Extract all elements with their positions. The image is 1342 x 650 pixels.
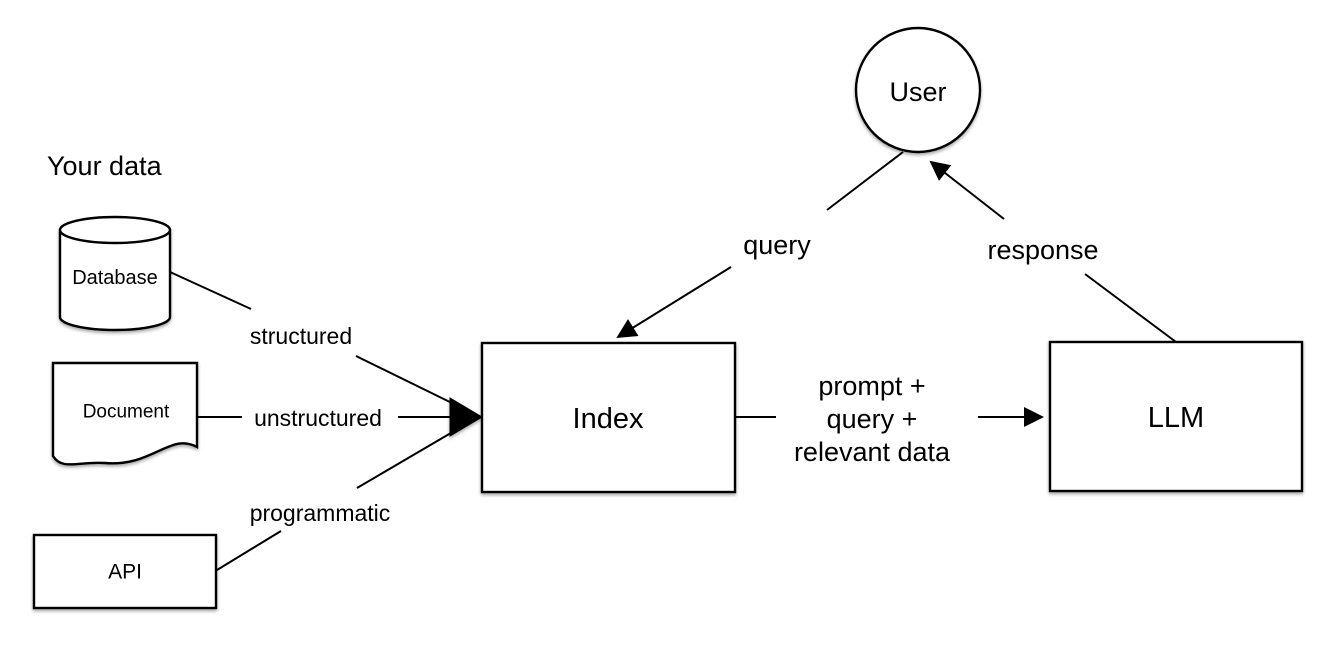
query-edge-label: query bbox=[743, 230, 811, 260]
prompt-edge-label-line3: relevant data bbox=[794, 437, 951, 467]
edge-programmatic-index bbox=[356, 429, 457, 489]
structured-edge-label: structured bbox=[250, 323, 352, 349]
response-edge-label: response bbox=[987, 235, 1098, 265]
edge-llm-response bbox=[1084, 273, 1177, 343]
index-box bbox=[480, 341, 737, 494]
edge-response-user-arrow bbox=[929, 160, 1005, 220]
llm-label: LLM bbox=[1148, 402, 1204, 434]
database-label: Database bbox=[72, 267, 158, 289]
nodes bbox=[32, 26, 1304, 610]
api-label: API bbox=[108, 561, 142, 584]
edge-structured-index bbox=[355, 355, 457, 406]
llm-box bbox=[1048, 340, 1304, 493]
prompt-edge-label-line1: prompt + bbox=[818, 371, 925, 401]
document-label: Document bbox=[83, 402, 170, 423]
labels: Your data User Database Document API Ind… bbox=[47, 77, 1204, 584]
index-input-arrowhead-icon bbox=[449, 397, 483, 437]
edge-database-structured bbox=[169, 271, 252, 310]
user-label: User bbox=[889, 77, 946, 107]
edges bbox=[169, 151, 1177, 571]
prompt-edge-label-line2: query + bbox=[827, 404, 918, 434]
programmatic-edge-label: programmatic bbox=[250, 500, 391, 526]
edge-api-programmatic bbox=[216, 530, 282, 571]
prompt-edge-label: prompt + query + relevant data bbox=[794, 371, 951, 467]
user-circle bbox=[854, 26, 982, 154]
your-data-title: Your data bbox=[47, 151, 163, 181]
edge-user-query bbox=[826, 151, 904, 211]
index-label: Index bbox=[573, 403, 644, 435]
api-box bbox=[32, 533, 218, 610]
unstructured-edge-label: unstructured bbox=[254, 405, 382, 431]
database-cylinder bbox=[58, 215, 172, 332]
document-shape bbox=[51, 361, 199, 466]
edge-query-index-arrow bbox=[616, 266, 732, 339]
